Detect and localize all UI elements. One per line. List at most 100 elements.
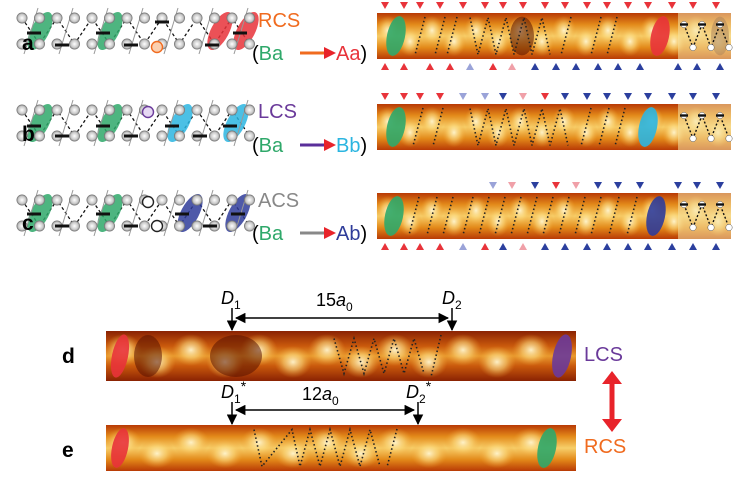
- stm-soliton-ellipse: [111, 428, 129, 468]
- stm-bright-spot: [419, 15, 445, 46]
- lattice-marker-bottom: [644, 243, 652, 250]
- stm-dimer-slash: [542, 196, 554, 236]
- lattice-marker-top: [416, 2, 424, 9]
- stm-bright-spot: [172, 334, 210, 366]
- marker-d2: D2: [442, 288, 462, 312]
- stm-dimer-slash: [598, 107, 610, 147]
- atom-top: [226, 194, 238, 206]
- atom-top: [156, 104, 168, 116]
- transition-a-from: Ba: [259, 43, 284, 65]
- inset-zigzag: [683, 113, 730, 141]
- stm-dimer-slash: [462, 196, 474, 236]
- inset-atom: [707, 44, 715, 51]
- lattice-marker-bottom: [381, 63, 389, 70]
- lattice-marker-bottom: [614, 63, 622, 70]
- inset-atom: [707, 135, 715, 142]
- stm-bright-spot: [376, 427, 414, 458]
- stm-bright-spot: [444, 334, 482, 366]
- stm-bright-spot: [376, 334, 414, 366]
- lattice-marker-top: [583, 2, 591, 9]
- lattice-marker-top: [436, 93, 444, 100]
- stm-dimer-slash: [412, 107, 424, 147]
- atom-bottom: [69, 220, 81, 232]
- atom-top: [139, 12, 151, 24]
- stm-bright-spot: [551, 195, 577, 226]
- atom-top: [86, 194, 98, 206]
- stm-image-a: [375, 2, 733, 70]
- lattice-marker-top: [583, 93, 591, 100]
- stm-soliton-ellipse: [386, 107, 406, 147]
- stm-soliton-ellipse: [552, 334, 572, 378]
- stm-bright-spot: [342, 438, 380, 469]
- stm-bright-spot: [478, 346, 516, 378]
- stm-dark-spot: [210, 335, 262, 377]
- lattice-marker-bottom: [712, 243, 720, 250]
- lattice-marker-bottom: [436, 243, 444, 250]
- atom-bottom: [174, 38, 186, 50]
- lattice-marker-top: [489, 182, 497, 189]
- marker-e2: D2*: [406, 378, 432, 406]
- transition-c: (Ba: [252, 223, 284, 245]
- atom-top: [191, 194, 203, 206]
- lattice-marker-top: [614, 182, 622, 189]
- schematic-a: [16, 7, 259, 55]
- soliton-type-b: LCS: [258, 101, 297, 123]
- lattice-marker-bottom: [561, 243, 569, 250]
- distance-d: 15a0: [316, 290, 353, 314]
- inset-zigzag: [683, 22, 730, 50]
- atom-top: [86, 12, 98, 24]
- atom-bottom: [244, 130, 256, 142]
- panel-label-a: a: [22, 32, 34, 55]
- atom-top: [69, 104, 81, 116]
- stm-bright-spot: [529, 206, 555, 237]
- lattice-marker-bottom: [426, 63, 434, 70]
- lattice-marker-top: [561, 2, 569, 9]
- atom-bottom: [86, 220, 98, 232]
- distance-e: 12a0: [302, 384, 339, 408]
- stm-dimer-slash: [408, 196, 420, 236]
- inset-atom: [725, 135, 733, 142]
- stm-dimer-slash: [558, 196, 570, 236]
- stm-bright-spot: [595, 195, 621, 226]
- stm-image-c: [375, 182, 733, 250]
- lattice-marker-top: [572, 182, 580, 189]
- atom-bottom: [244, 38, 256, 50]
- switch-double-arrow: [602, 371, 622, 432]
- lattice-marker-bottom: [541, 243, 549, 250]
- stm-dimer-slash: [560, 16, 572, 56]
- lattice-marker-top: [594, 182, 602, 189]
- lattice-marker-top: [519, 2, 527, 9]
- stm-bright-spot: [485, 117, 511, 148]
- transition-a: (Ba: [252, 43, 284, 65]
- lattice-marker-top: [400, 2, 408, 9]
- stm-bright-spot: [595, 15, 621, 46]
- lattice-marker-top: [499, 93, 507, 100]
- stm-soliton-ellipse: [110, 334, 130, 378]
- lattice-marker-top: [712, 2, 720, 9]
- atom-bottom: [69, 130, 81, 142]
- atom-bottom: [86, 38, 98, 50]
- atom-top: [16, 12, 28, 24]
- atom-top: [209, 12, 221, 24]
- stm-bright-spot: [419, 195, 445, 226]
- stm-bright-spot: [463, 195, 489, 226]
- stm-bright-spot: [308, 334, 346, 366]
- stm-image-e: [104, 425, 576, 471]
- inset-atom: [725, 224, 733, 231]
- lattice-marker-top: [436, 2, 444, 9]
- atom-bottom: [33, 38, 45, 50]
- domain-wall-ellipse: [27, 103, 53, 143]
- stm-bright-spot: [274, 346, 312, 378]
- lattice-marker-top: [603, 2, 611, 9]
- stm-bright-spot: [441, 26, 467, 57]
- stm-dimer-slash: [580, 107, 592, 147]
- inset-atom: [689, 224, 697, 231]
- atom-top: [244, 194, 256, 206]
- stm-dimer-slash: [574, 196, 586, 236]
- atom-top: [244, 104, 256, 116]
- stm-dimer-slash: [590, 196, 602, 236]
- atom-top: [69, 194, 81, 206]
- stm-model-inset: [678, 13, 731, 59]
- lattice-marker-top: [381, 93, 389, 100]
- atom-bottom: [86, 130, 98, 142]
